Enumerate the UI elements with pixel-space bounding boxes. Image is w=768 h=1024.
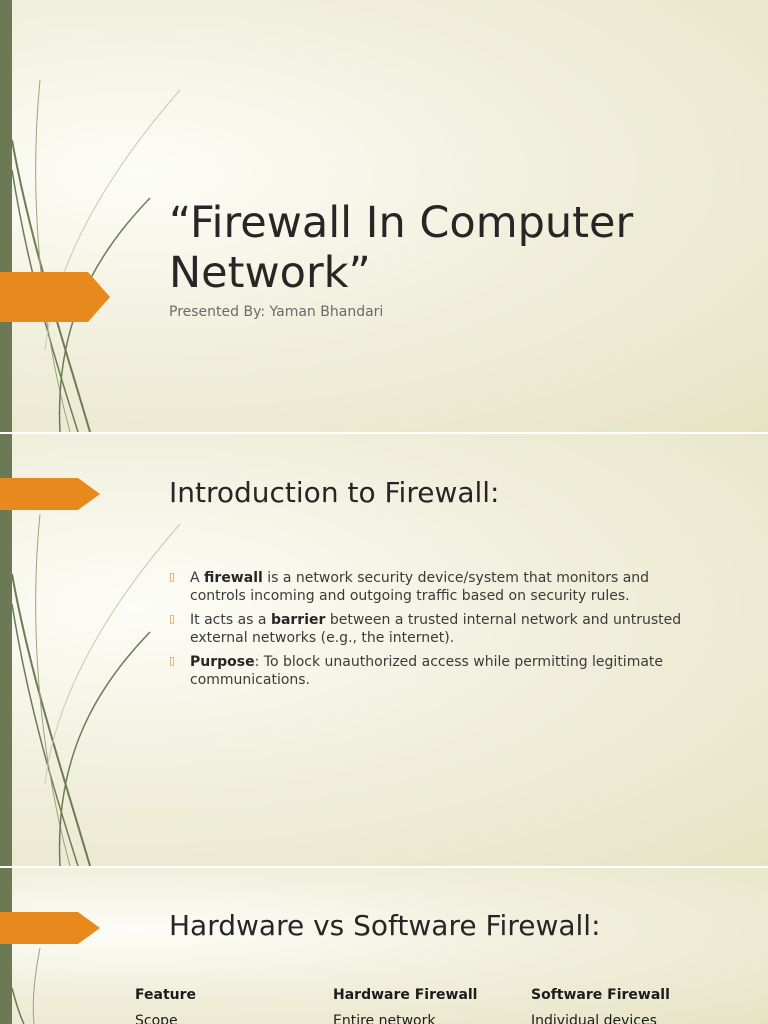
slide-subtitle: Presented By: Yaman Bhandari [169,304,384,320]
column-header: Hardware Firewall [333,987,478,1003]
slide-heading: Hardware vs Software Firewall: [169,909,601,942]
column-header: Feature [135,987,196,1003]
accent-arrow-tag [0,478,100,510]
bullet-icon: ▯ [169,612,176,625]
intro-slide: Introduction to Firewall: ▯ A firewall i… [0,434,768,866]
title-slide: “Firewall In Computer Network” Presented… [0,0,768,432]
left-accent-bar [0,868,12,1024]
bullet-bold-term: firewall [204,570,263,586]
list-item: ▯ A firewall is a network security devic… [169,570,709,605]
slide-separator [0,866,768,868]
slide-separator [0,432,768,434]
comparison-slide: Hardware vs Software Firewall: Feature H… [0,868,768,1024]
table-cell: Individual devices [531,1013,657,1024]
bullet-text: A [190,570,205,586]
bullet-bold-term: barrier [270,612,326,628]
table-header-row: Feature Hardware Firewall Software Firew… [135,982,735,1008]
comparison-table: Feature Hardware Firewall Software Firew… [135,982,735,1024]
table-cell: Scope [135,1013,178,1024]
table-row: Scope Entire network Individual devices [135,1008,735,1024]
accent-arrow-tag [0,912,100,944]
list-item: ▯ It acts as a barrier between a trusted… [169,612,709,647]
bullet-list: ▯ A firewall is a network security devic… [169,570,709,696]
accent-arrow-tag [0,272,110,322]
decorative-curves [11,947,41,1024]
column-header: Software Firewall [531,987,670,1003]
bullet-text: between a trusted internal network and u… [190,612,682,646]
decorative-curves [11,513,181,866]
table-cell: Entire network [333,1013,436,1024]
bullet-icon: ▯ [169,654,176,667]
left-accent-bar [0,0,12,432]
bullet-bold-term: Purpose [190,654,255,670]
slide-heading: Introduction to Firewall: [169,476,500,509]
slide-title: “Firewall In Computer Network” [169,198,634,298]
left-accent-bar [0,434,12,866]
bullet-icon: ▯ [169,570,176,583]
bullet-text: It acts as a [190,612,271,628]
list-item: ▯ Purpose: To block unauthorized access … [169,654,709,689]
bullet-text: : To block unauthorized access while per… [190,654,664,688]
bullet-text: is a network security device/system that… [190,570,650,604]
